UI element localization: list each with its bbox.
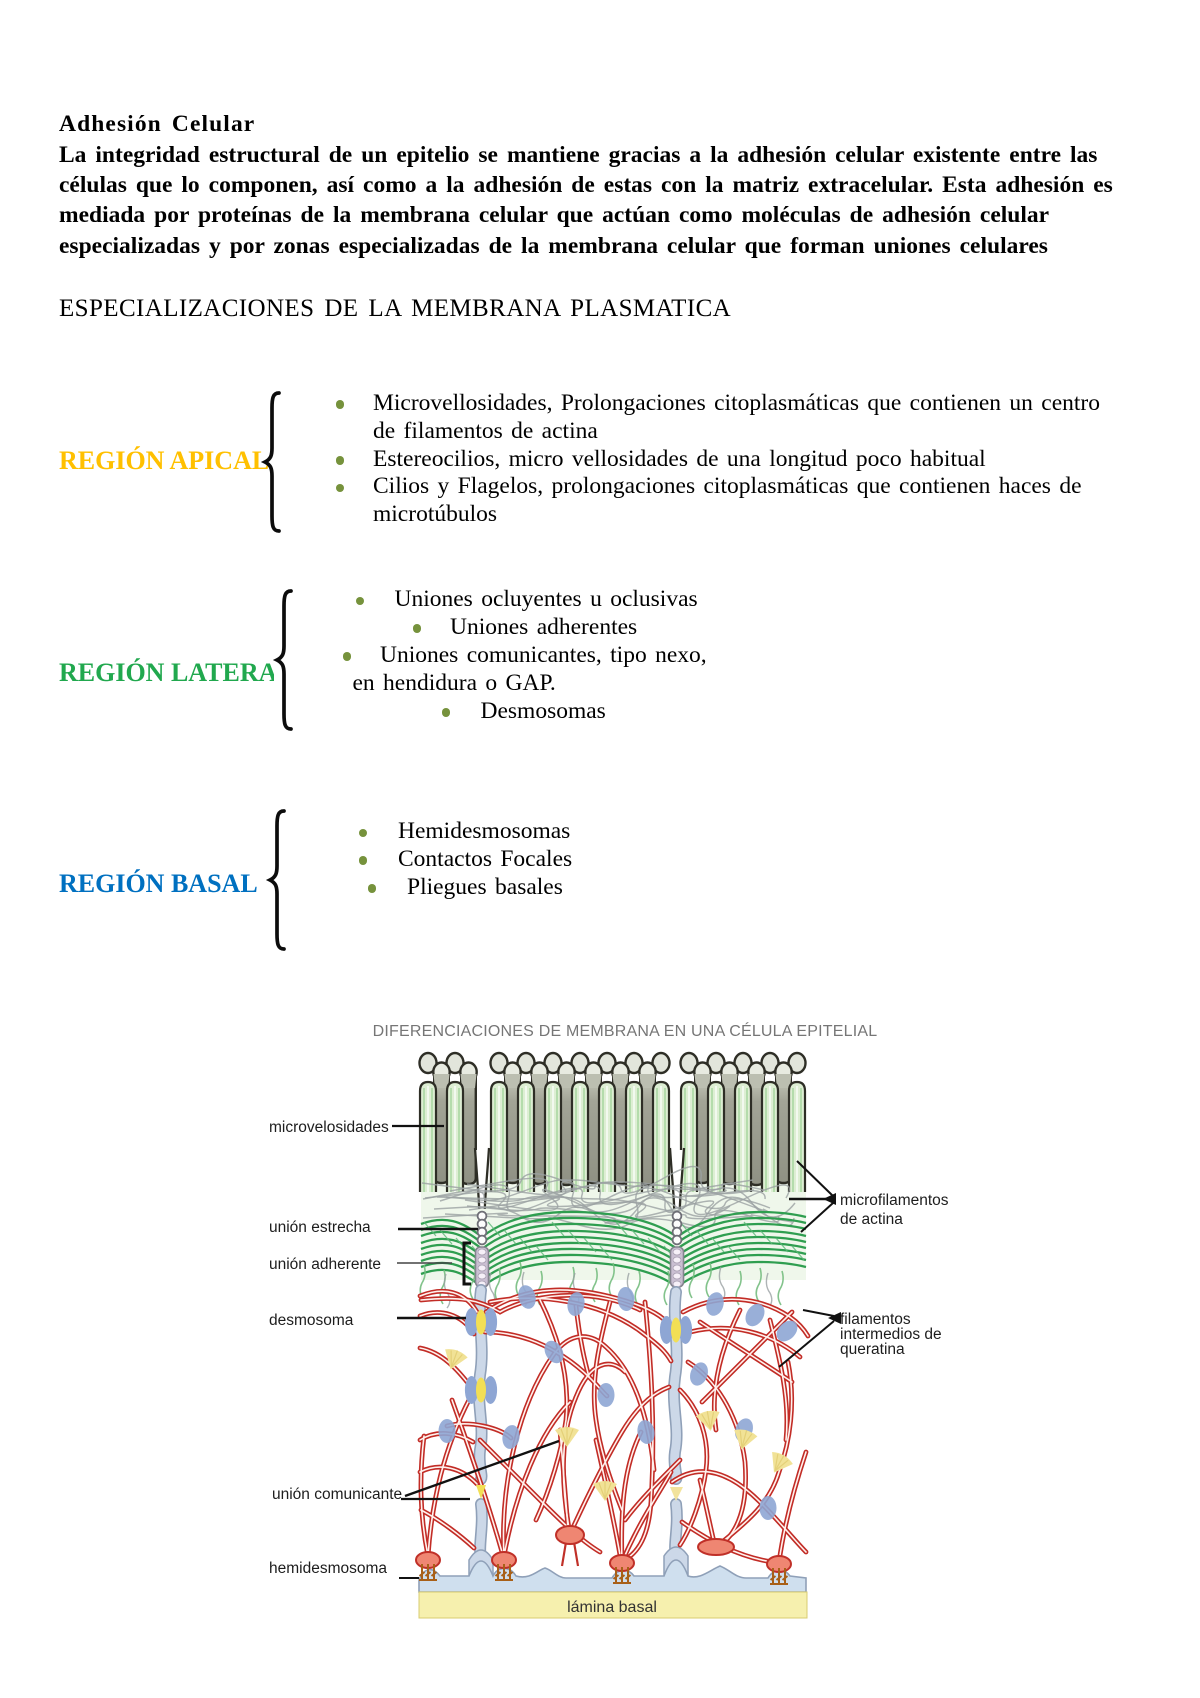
svg-text:lámina basal: lámina basal <box>567 1599 657 1616</box>
svg-text:desmosoma: desmosoma <box>269 1312 354 1329</box>
svg-text:microvelosidades: microvelosidades <box>269 1119 389 1136</box>
svg-text:unión estrecha: unión estrecha <box>269 1219 371 1236</box>
svg-text:hemidesmosoma: hemidesmosoma <box>269 1560 387 1577</box>
svg-text:microfilamentos: microfilamentos <box>840 1192 949 1209</box>
svg-text:de actina: de actina <box>840 1211 903 1228</box>
svg-text:filamentos: filamentos <box>840 1311 911 1328</box>
svg-text:queratina: queratina <box>840 1341 905 1358</box>
svg-text:unión comunicante: unión comunicante <box>272 1486 402 1503</box>
svg-text:intermedios de: intermedios de <box>840 1326 942 1343</box>
svg-text:unión adherente: unión adherente <box>269 1256 381 1273</box>
svg-text:DIFERENCIACIONES DE MEMBRANA E: DIFERENCIACIONES DE MEMBRANA EN UNA CÉLU… <box>373 1021 878 1040</box>
